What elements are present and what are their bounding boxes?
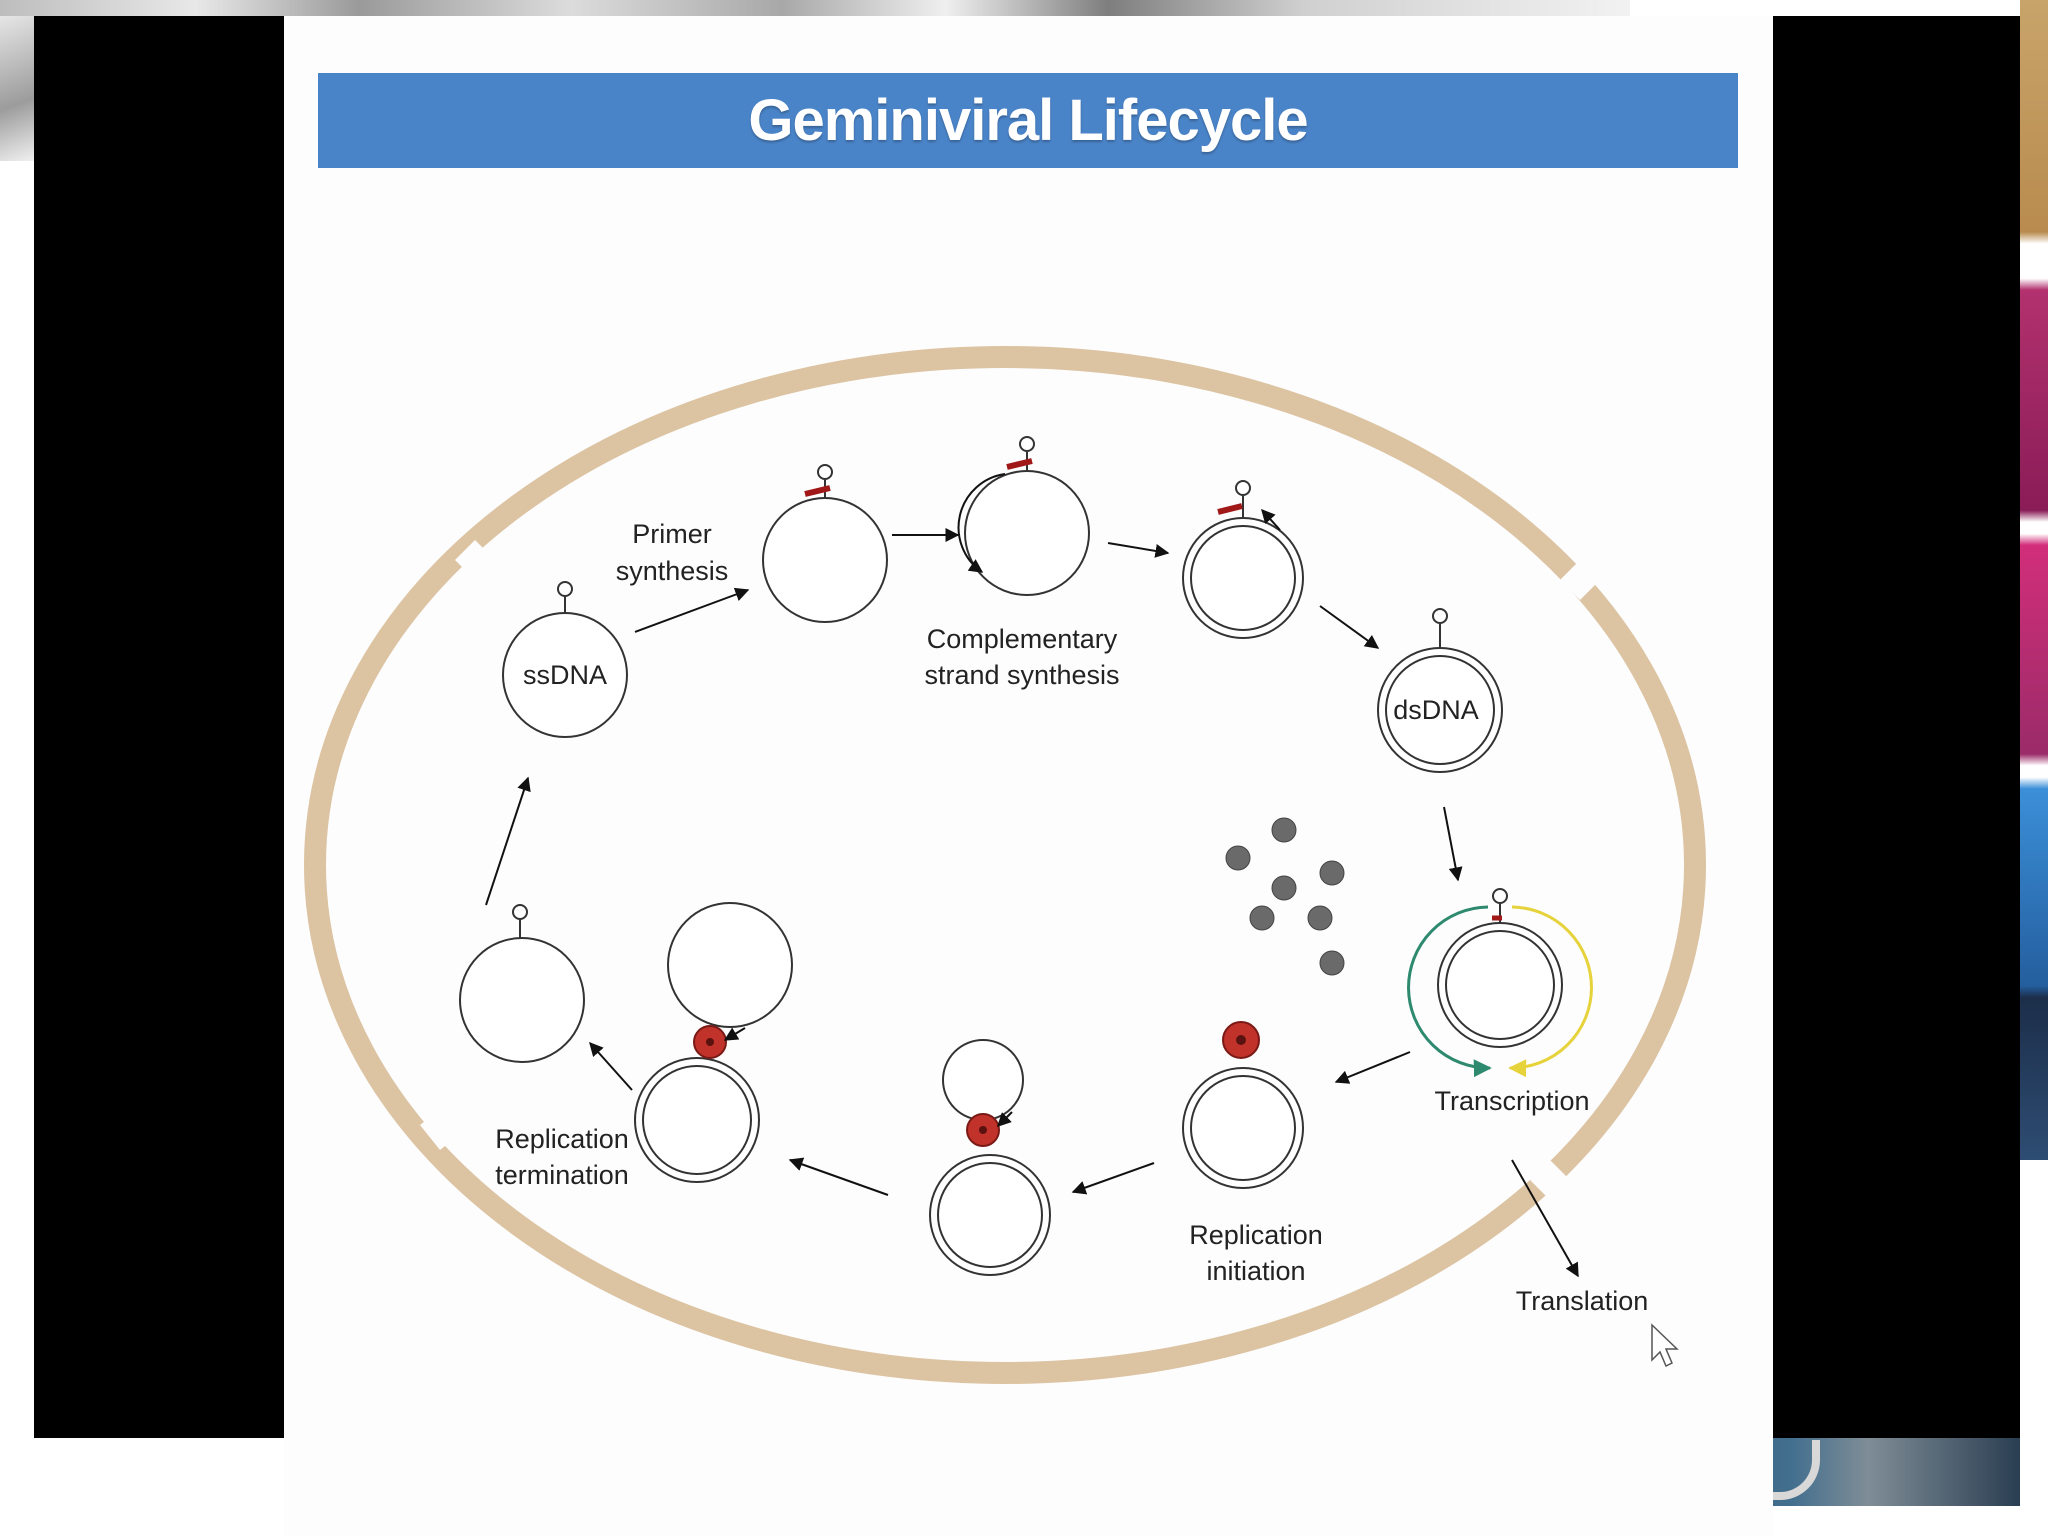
transcription-circle bbox=[1407, 888, 1593, 1078]
complementary-synthesis-circle bbox=[957, 436, 1090, 596]
complementary-label-2: strand synthesis bbox=[924, 660, 1119, 690]
arrow-dsdna-to-transcription bbox=[1443, 806, 1463, 882]
background-image-fragment bbox=[0, 16, 34, 161]
protein-particles bbox=[1225, 817, 1345, 976]
primer-synthesis-label-1: Primer bbox=[632, 519, 712, 549]
released-ssdna-circle bbox=[459, 904, 585, 1063]
arrow-transcription-to-initiation bbox=[1334, 1051, 1411, 1084]
replication-termination-label-2: termination bbox=[495, 1160, 629, 1190]
dsdna-label: dsDNA bbox=[1393, 695, 1479, 725]
cell-wall bbox=[304, 346, 1706, 1384]
replication-initiation-label-2: initiation bbox=[1206, 1256, 1305, 1286]
rolling-circle-elongation bbox=[929, 1039, 1051, 1276]
arrow-termination-to-released bbox=[589, 1041, 633, 1091]
dsdna-circle bbox=[1377, 608, 1503, 773]
arrow-released-to-ssdna bbox=[485, 776, 531, 906]
ssdna-label: ssDNA bbox=[523, 660, 607, 690]
arrow-initiation-to-elongation bbox=[1071, 1162, 1155, 1195]
replication-termination-circles bbox=[634, 902, 793, 1183]
transcription-label: Transcription bbox=[1434, 1086, 1589, 1116]
replication-initiation-label-1: Replication bbox=[1189, 1220, 1323, 1250]
left-black-pane bbox=[34, 16, 284, 1438]
primed-circle bbox=[762, 464, 888, 623]
arrow-ssdna-to-primer bbox=[634, 587, 750, 633]
primer-synthesis-label-2: synthesis bbox=[616, 556, 729, 586]
right-black-pane bbox=[1773, 16, 2020, 1438]
ssdna-circle bbox=[502, 581, 628, 738]
arrow-to-translation bbox=[1511, 1159, 1579, 1278]
presentation-slide bbox=[284, 16, 1773, 1536]
arrow-elongation-to-termination bbox=[788, 1157, 889, 1196]
background-image-strip bbox=[0, 0, 1630, 16]
arrow-to-dsdna bbox=[1319, 605, 1380, 649]
arrow-synthesis-to-near-complete bbox=[1107, 542, 1170, 558]
replication-termination-label-1: Replication bbox=[495, 1124, 629, 1154]
complementary-label-1: Complementary bbox=[927, 624, 1118, 654]
background-image-strip-right bbox=[2020, 0, 2048, 1160]
translation-label: Translation bbox=[1516, 1286, 1649, 1316]
slide-title-bar: Geminiviral Lifecycle bbox=[318, 73, 1738, 168]
pointer-cursor-icon bbox=[1651, 1323, 1679, 1368]
replication-initiation-circle bbox=[1182, 1021, 1304, 1189]
slide-title: Geminiviral Lifecycle bbox=[748, 88, 1308, 153]
near-complete-dsdna-circle bbox=[1182, 480, 1304, 639]
